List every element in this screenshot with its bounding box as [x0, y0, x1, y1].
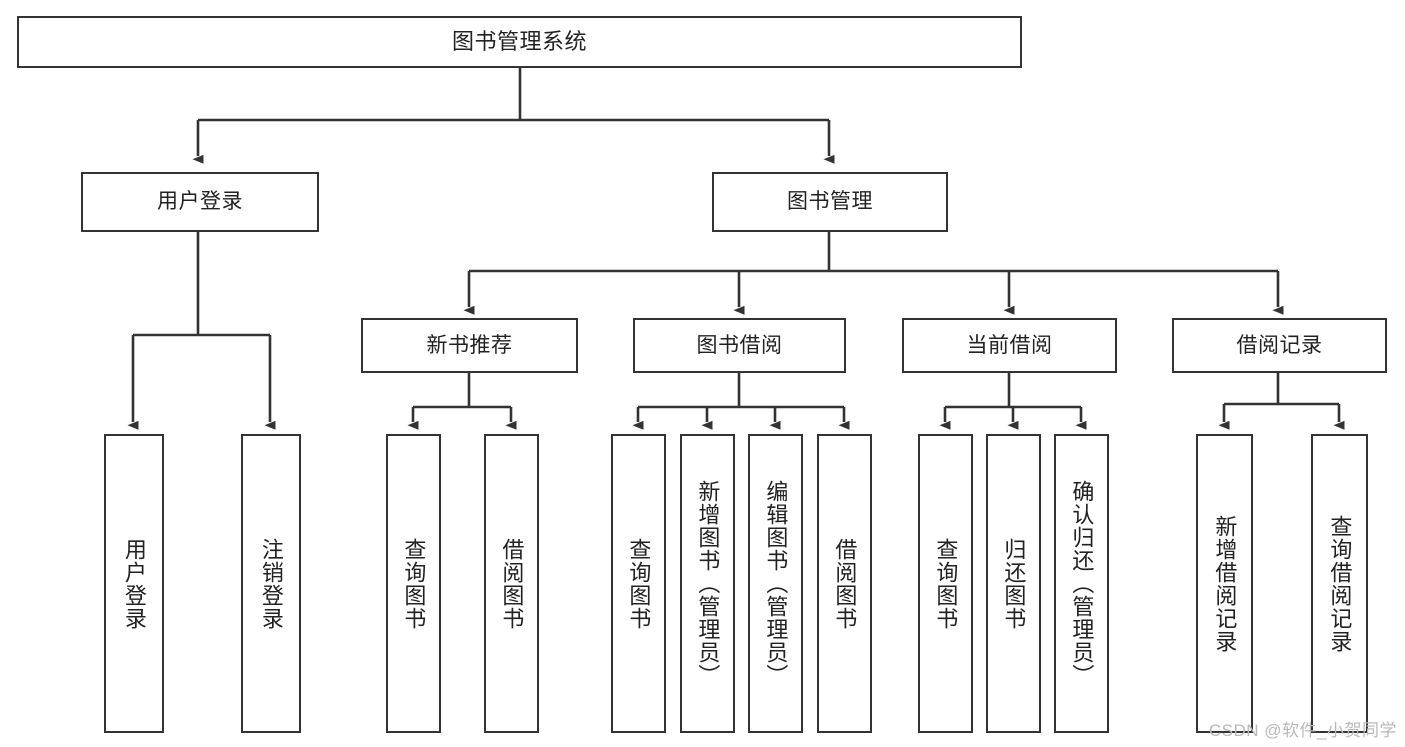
leaf-borrow-add-book-label: 新增图书（管理员）: [695, 480, 721, 687]
leaf-record-add-record[interactable]: 新增借阅记录: [1196, 434, 1253, 733]
leaf-user-login-signout[interactable]: 注销登录: [241, 434, 301, 733]
leaf-new-book-query[interactable]: 查询图书: [386, 434, 441, 733]
leaf-user-login-signin[interactable]: 用户登录: [104, 434, 164, 733]
leaf-record-add-record-label: 新增借阅记录: [1212, 514, 1238, 653]
node-book-management[interactable]: 图书管理: [712, 172, 948, 232]
csdn-watermark: CSDN @软件_小贺同学: [1208, 721, 1397, 740]
leaf-borrow-edit-book-label: 编辑图书（管理员）: [763, 480, 789, 687]
node-new-book-recommend-label: 新书推荐: [426, 333, 513, 357]
leaf-current-confirm-return[interactable]: 确认归还（管理员）: [1054, 434, 1109, 733]
node-current-borrow-label: 当前借阅: [966, 333, 1053, 357]
leaf-borrow-borrow-book[interactable]: 借阅图书: [817, 434, 872, 733]
node-borrow-record-label: 借阅记录: [1236, 333, 1323, 357]
leaf-user-login-signin-label: 用户登录: [121, 537, 147, 630]
leaf-borrow-edit-book[interactable]: 编辑图书（管理员）: [748, 434, 803, 733]
leaf-borrow-query-book-label: 查询图书: [626, 537, 652, 630]
leaf-borrow-query-book[interactable]: 查询图书: [611, 434, 666, 733]
node-new-book-recommend[interactable]: 新书推荐: [361, 318, 578, 373]
node-root-label: 图书管理系统: [451, 28, 587, 54]
node-book-management-label: 图书管理: [787, 190, 873, 214]
leaf-current-confirm-return-label: 确认归还（管理员）: [1069, 480, 1095, 687]
node-root-system[interactable]: 图书管理系统: [17, 16, 1022, 68]
leaf-new-book-query-label: 查询图书: [401, 537, 427, 630]
leaf-record-query-record[interactable]: 查询借阅记录: [1311, 434, 1368, 733]
leaf-record-query-record-label: 查询借阅记录: [1327, 514, 1353, 653]
leaf-user-login-signout-label: 注销登录: [258, 537, 284, 630]
leaf-current-query-book[interactable]: 查询图书: [918, 434, 973, 733]
leaf-borrow-add-book[interactable]: 新增图书（管理员）: [680, 434, 735, 733]
leaf-new-book-borrow[interactable]: 借阅图书: [484, 434, 539, 733]
leaf-current-return-book[interactable]: 归还图书: [986, 434, 1041, 733]
node-book-borrow-label: 图书借阅: [696, 333, 783, 357]
node-user-login[interactable]: 用户登录: [81, 172, 319, 232]
node-borrow-record[interactable]: 借阅记录: [1172, 318, 1387, 373]
node-current-borrow[interactable]: 当前借阅: [902, 318, 1117, 373]
leaf-current-query-book-label: 查询图书: [933, 537, 959, 630]
leaf-new-book-borrow-label: 借阅图书: [499, 537, 525, 630]
node-user-login-label: 用户登录: [157, 190, 243, 214]
node-book-borrow[interactable]: 图书借阅: [633, 318, 846, 373]
leaf-current-return-book-label: 归还图书: [1001, 537, 1027, 630]
leaf-borrow-borrow-book-label: 借阅图书: [832, 537, 858, 630]
